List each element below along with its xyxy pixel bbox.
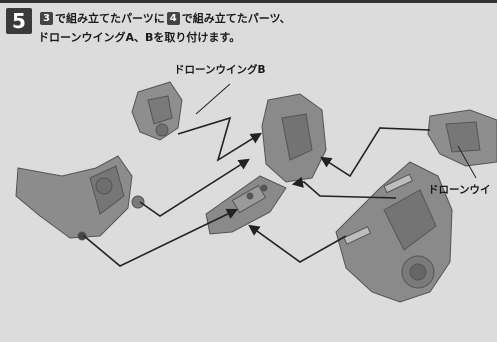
- guide-line-right-upper: [291, 176, 397, 199]
- part-ref-4: 4: [166, 12, 180, 25]
- drone-wing-b-part: [131, 81, 183, 141]
- guide-line-right-lower: [248, 224, 347, 263]
- guide-line-left-wing: [139, 158, 250, 217]
- left-wing-part: [15, 155, 145, 241]
- instruction-text-a: で組み立てたパーツに: [55, 12, 165, 25]
- label-drone-wing-a: ドローンウイ: [428, 184, 491, 196]
- guide-line-wing-a: [320, 127, 431, 178]
- step-number-badge: 5: [6, 8, 32, 34]
- right-lower-part: [335, 161, 453, 303]
- instruction-line-2: ドローンウイングA、Bを取り付けます。: [38, 31, 241, 44]
- guide-line-wing-b: [177, 116, 262, 162]
- guide-line-left-lower: [83, 208, 239, 267]
- label-drone-wing-b: ドローンウイングB: [174, 64, 266, 76]
- core-body-part: [205, 93, 327, 235]
- leader-wing-b: [195, 83, 231, 115]
- instruction-text-b: で組み立てたパーツ、: [181, 12, 291, 25]
- part-ref-3: 3: [40, 12, 53, 25]
- leader-wing-a: [457, 145, 477, 179]
- drone-wing-a-part: [427, 109, 497, 167]
- top-rule: [0, 0, 497, 3]
- assembly-guide-lines: [83, 83, 477, 267]
